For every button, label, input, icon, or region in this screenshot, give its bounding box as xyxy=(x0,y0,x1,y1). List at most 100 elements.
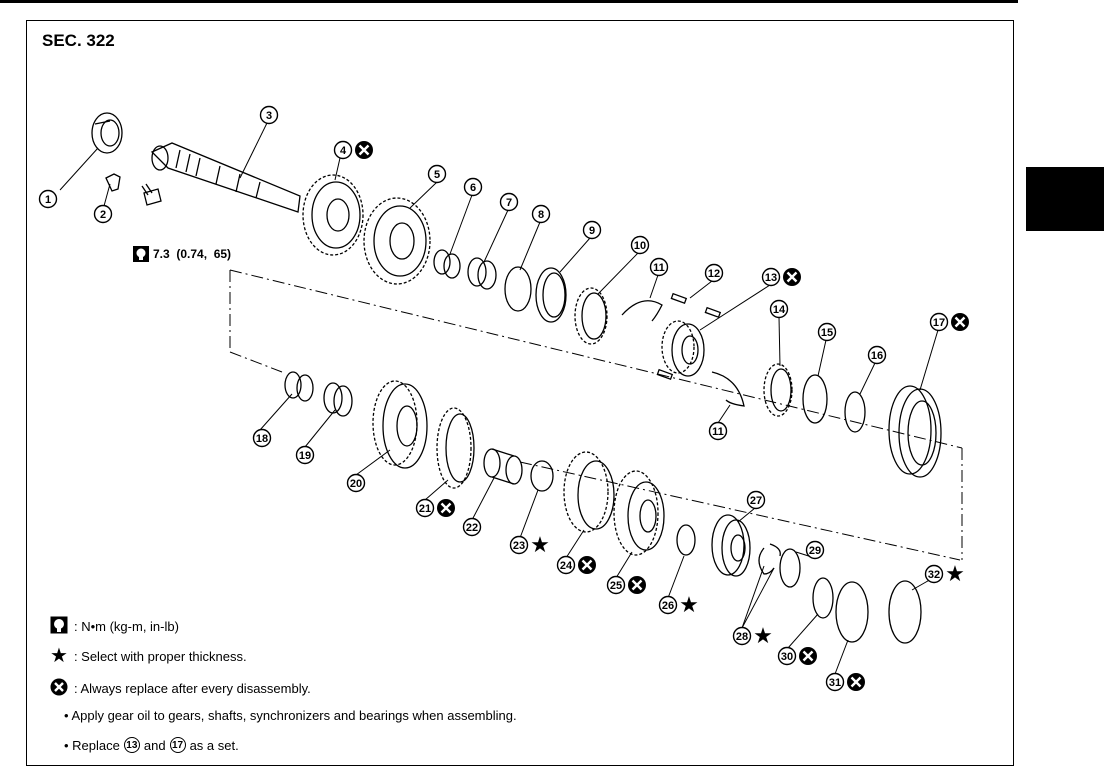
callout-number-11: 11 xyxy=(653,262,665,274)
part-collar-18 xyxy=(284,371,314,402)
replace-x-mark xyxy=(440,502,452,514)
callout-circle-16 xyxy=(867,345,887,365)
section-title: SEC. 322 xyxy=(42,31,115,50)
part-bearing-27 xyxy=(711,514,751,577)
callout-number-5: 5 xyxy=(434,169,440,181)
callout-circle-20 xyxy=(346,473,366,493)
legend-replace-text: : Always replace after every disassembly… xyxy=(74,681,311,696)
callout-number-23: 23 xyxy=(513,540,525,552)
callout-circle-1 xyxy=(38,189,58,209)
assembly-line-upper xyxy=(229,269,963,449)
callout-circle-30 xyxy=(777,646,797,666)
callout-circle-24 xyxy=(556,555,576,575)
callout-circle-2 xyxy=(93,204,113,224)
part-insert-12 xyxy=(656,292,722,381)
torque-wrench-icon xyxy=(133,246,149,262)
callout-circle-10 xyxy=(630,235,650,255)
part-snap-ring-30 xyxy=(812,577,834,619)
callout-number-24: 24 xyxy=(560,560,573,572)
callout-circle-22 xyxy=(462,517,482,537)
assembly-line-link xyxy=(229,351,283,373)
callout-number-25: 25 xyxy=(610,580,622,592)
replace-x-mark xyxy=(786,271,798,283)
callout-number-28: 28 xyxy=(736,631,748,643)
part-needle-bearing-19 xyxy=(323,382,353,417)
callout-circle-28 xyxy=(732,626,752,646)
replace-x-icon xyxy=(50,678,68,699)
assembly-line-lower xyxy=(519,461,961,561)
callout-circle-11 xyxy=(649,257,669,277)
callout-circle-15 xyxy=(817,322,837,342)
part-bushing-22 xyxy=(483,448,523,485)
replace-x-mark xyxy=(954,316,966,328)
callout-number-10: 10 xyxy=(634,240,646,252)
part-ring-16 xyxy=(844,391,866,433)
part-baulk-ring-14 xyxy=(763,363,793,417)
legend-torque: : N•m (kg-m, in-lb) xyxy=(50,616,179,637)
note-set-mid: and xyxy=(143,737,166,753)
callout-number-6: 6 xyxy=(470,182,476,194)
callout-circle-26 xyxy=(658,595,678,615)
part-gear-5 xyxy=(363,197,431,285)
diagram-frame xyxy=(26,20,1014,766)
part-gear-21 xyxy=(436,407,475,489)
callout-circle-19 xyxy=(295,445,315,465)
callout-number-3: 3 xyxy=(266,110,272,122)
callout-number-16: 16 xyxy=(871,350,883,362)
callout-circle-29 xyxy=(805,540,825,560)
replace-x-mark xyxy=(581,559,593,571)
callout-number-4: 4 xyxy=(340,145,347,157)
replace-x-mark xyxy=(631,579,643,591)
callout-circle-12 xyxy=(704,263,724,283)
legend-select: ★ : Select with proper thickness. xyxy=(50,645,247,667)
callout-circle-17 xyxy=(929,312,949,332)
part-thrust-washer-23 xyxy=(530,460,554,492)
star-icon: ★ xyxy=(530,532,550,557)
part-gear-25 xyxy=(613,470,665,556)
part-snap-ring-28 xyxy=(758,543,781,575)
note-replace-set: • Replace 13 and 17 as a set. xyxy=(64,737,239,753)
part-coupling-sleeve-13 xyxy=(661,320,705,377)
part-ring-15 xyxy=(802,374,828,424)
star-icon: ★ xyxy=(50,645,68,667)
part-bushing-6 xyxy=(433,249,461,279)
callout-circle-13 xyxy=(761,267,781,287)
part-ring-31 xyxy=(835,581,869,643)
callout-circle-21 xyxy=(415,498,435,518)
callout-number-12: 12 xyxy=(708,268,720,280)
note-set-prefix: • Replace xyxy=(64,737,120,753)
callout-circle-31 xyxy=(825,672,845,692)
callout-circle-6 xyxy=(463,177,483,197)
top-rule xyxy=(0,0,1018,3)
part-needle-bearing-7 xyxy=(467,257,497,290)
legend-torque-text: : N•m (kg-m, in-lb) xyxy=(74,619,179,634)
replace-x-mark xyxy=(802,650,814,662)
section-tab xyxy=(1026,167,1104,231)
part-gear-17 xyxy=(888,385,942,478)
torque-spec: 7.3 (0.74, 65) xyxy=(153,247,232,261)
note-set-part-a: 13 xyxy=(123,737,140,753)
part-ring-32 xyxy=(888,580,922,644)
callout-number-15: 15 xyxy=(821,327,833,339)
callout-circle-14 xyxy=(769,299,789,319)
callout-number-32: 32 xyxy=(928,569,940,581)
part-gear-20 xyxy=(372,380,428,469)
legend-replace: : Always replace after every disassembly… xyxy=(50,678,311,699)
callout-number-13: 13 xyxy=(765,272,777,284)
note-gear-oil-text: • Apply gear oil to gears, shafts, synch… xyxy=(64,708,517,723)
part-bearing-1 xyxy=(91,112,123,154)
callout-number-8: 8 xyxy=(538,209,544,221)
replace-x-mark xyxy=(850,676,862,688)
callout-circle-27 xyxy=(746,490,766,510)
star-icon: ★ xyxy=(753,623,773,648)
part-ring-9 xyxy=(535,267,567,323)
callout-number-2: 2 xyxy=(100,209,106,221)
star-icon: ★ xyxy=(945,561,965,586)
callout-number-31: 31 xyxy=(829,677,841,689)
callout-number-14: 14 xyxy=(773,304,786,316)
callout-number-18: 18 xyxy=(256,433,268,445)
callout-circle-7 xyxy=(499,192,519,212)
callout-number-9: 9 xyxy=(589,225,595,237)
callout-circle-8 xyxy=(531,204,551,224)
